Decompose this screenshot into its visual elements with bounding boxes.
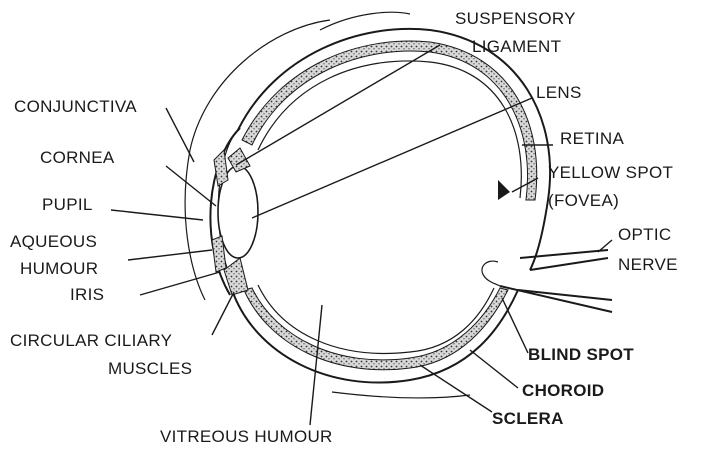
label-vitreous-humour: VITREOUS HUMOUR <box>160 427 333 446</box>
lower-eyelid <box>332 392 470 398</box>
yellow-spot <box>498 180 510 200</box>
iris-upper <box>214 150 228 186</box>
label-fovea: (FOVEA) <box>548 191 619 210</box>
label-cornea: CORNEA <box>40 148 115 167</box>
label-circular-ciliary: CIRCULAR CILIARY <box>10 331 172 350</box>
retina-layer <box>258 61 521 354</box>
label-optic: OPTIC <box>618 225 671 244</box>
choroid-band <box>242 41 537 200</box>
label-conjunctiva: CONJUNCTIVA <box>14 97 137 116</box>
choroid-band-lower <box>244 288 508 370</box>
label-retina: RETINA <box>560 129 624 148</box>
label-nerve: NERVE <box>618 255 678 274</box>
label-sclera: SCLERA <box>492 409 564 428</box>
labels: SUSPENSORY LIGAMENT LENS CONJUNCTIVA RET… <box>10 9 678 446</box>
label-humour: HUMOUR <box>20 259 98 278</box>
label-blind-spot: BLIND SPOT <box>528 345 634 364</box>
label-iris: IRIS <box>70 285 104 304</box>
label-aqueous: AQUEOUS <box>10 232 97 251</box>
label-yellow-spot: YELLOW SPOT <box>548 163 673 182</box>
label-muscles: MUSCLES <box>108 359 192 378</box>
label-pupil: PUPIL <box>42 195 93 214</box>
label-ligament: LIGAMENT <box>472 37 561 56</box>
conjunctiva-fold <box>185 20 330 300</box>
upper-eyelid <box>320 12 410 30</box>
label-lens: LENS <box>536 83 582 102</box>
label-suspensory: SUSPENSORY <box>455 9 576 28</box>
label-choroid: CHOROID <box>522 381 604 400</box>
